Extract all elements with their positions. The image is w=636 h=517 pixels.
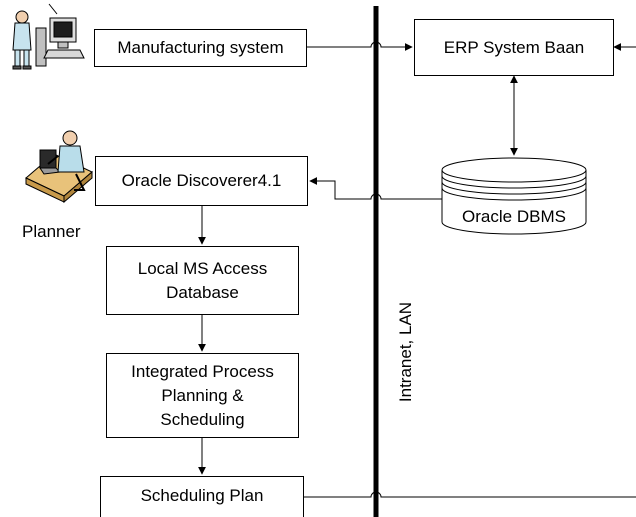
local-access-database-box: Local MS Access Database [106, 246, 299, 315]
network-label: Intranet, LAN [396, 301, 415, 403]
oracle-discoverer-box: Oracle Discoverer4.1 [95, 156, 308, 206]
planner-desk-icon [25, 130, 93, 204]
oracle-dbms-label: Oracle DBMS [462, 207, 566, 226]
erp-system-box: ERP System Baan [414, 19, 614, 76]
planner-label: Planner [22, 222, 81, 241]
oracle-dbms-cylinder [441, 157, 587, 235]
user-computer-icon [12, 3, 85, 70]
connector-manufacturing-erp [307, 41, 413, 51]
connector-plan-right [304, 491, 636, 498]
integrated-process-planning-box: Integrated Process Planning & Scheduling [106, 353, 299, 438]
manufacturing-system-box: Manufacturing system [94, 29, 307, 67]
scheduling-plan-box: Scheduling Plan [100, 476, 304, 517]
